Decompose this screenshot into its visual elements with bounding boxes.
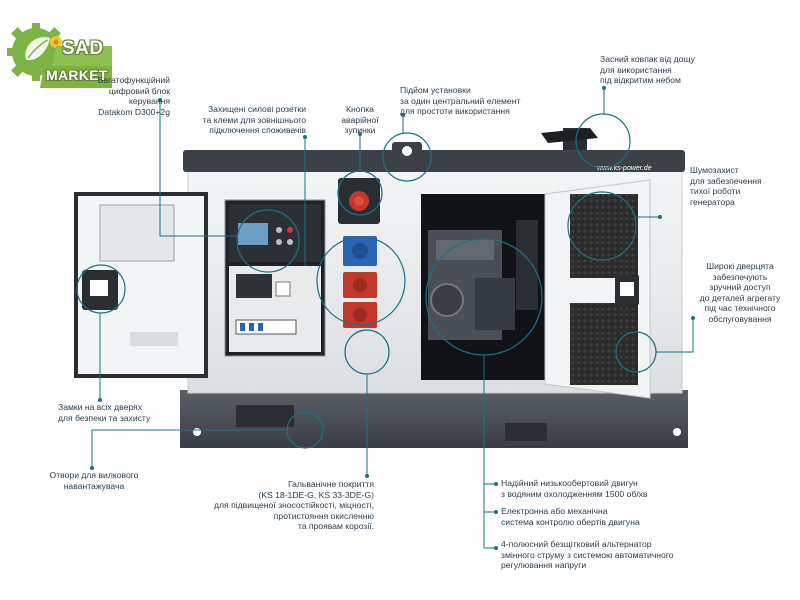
- leader-door: [656, 318, 694, 353]
- noise-foam-upper: [570, 194, 638, 278]
- callout-circle-controller: [236, 209, 300, 273]
- leader-lines: [91, 88, 694, 549]
- callout-circle-noise: [567, 191, 637, 261]
- callout-engine: Надійний низькообертовий двигун з водяни…: [501, 478, 648, 499]
- sad-market-logo: SAD MARKET: [4, 20, 114, 90]
- leader-controller: [159, 100, 238, 237]
- callout-circle-lifting: [382, 132, 432, 182]
- forklift-slot-left: [236, 405, 294, 427]
- callout-sockets: Захищені силові розетки та клеми для зов…: [202, 104, 306, 135]
- callout-circle-lock: [76, 264, 126, 314]
- callout-control-panel: Багатофункційний цифровий блок керування…: [97, 75, 170, 117]
- callout-estop: Кнопка аварійної зупинки: [341, 104, 379, 135]
- callout-noise: Шумозахист для забезпечення тихої роботи…: [690, 165, 762, 207]
- base-bolt: [673, 428, 681, 436]
- generator-roof: [183, 150, 685, 172]
- noise-foam-lower: [570, 303, 638, 385]
- logo-sad-text: SAD: [62, 38, 104, 59]
- callout-doors: Широкі дверцята забезпечують зручний дос…: [699, 261, 781, 324]
- gear-leaf-icon: [7, 23, 112, 88]
- callout-speed-control: Електронна або механічна система контрол…: [501, 506, 640, 527]
- brand-url-text: www.ks-power.de: [597, 165, 652, 172]
- controller-screen: [238, 223, 268, 245]
- logo-market-text: MARKET: [46, 67, 108, 83]
- callout-rain-cap: Засний ковпак від дощу для використання …: [600, 54, 695, 85]
- callout-circle-raincap: [575, 113, 631, 169]
- base-bolt: [193, 428, 201, 436]
- lifting-hole: [402, 146, 412, 156]
- rain-cap: [541, 128, 598, 143]
- callout-locks: Замки на всіх дверях для безпеки та захи…: [58, 402, 151, 423]
- leader-forklift: [91, 429, 288, 468]
- callout-alternator: 4-полюсний безщітковий альтернатор змінн…: [501, 539, 674, 570]
- forklift-slot-right: [505, 423, 547, 441]
- callout-forklift: Отвори для вилкового навантажувача: [49, 470, 139, 491]
- left-door-window: [99, 204, 175, 262]
- callout-lifting: Підйом установки за один центральний еле…: [400, 85, 521, 116]
- callout-circle-sockets: [316, 236, 406, 326]
- leader-dots: [90, 86, 695, 550]
- callout-galvanic: Гальванічне покриття (KS 18-1DE-G, KS 33…: [214, 479, 374, 531]
